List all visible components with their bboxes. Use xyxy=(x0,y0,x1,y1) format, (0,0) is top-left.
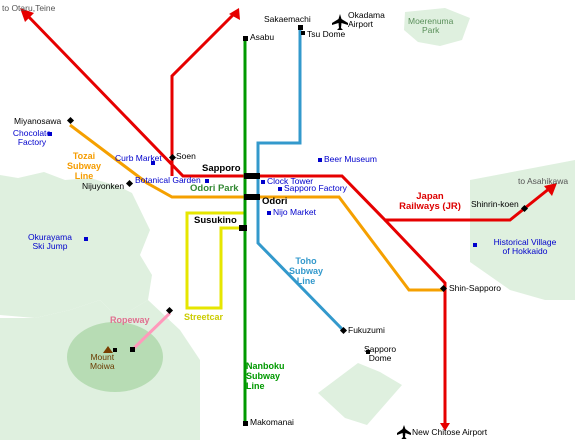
curb-market-marker xyxy=(151,161,155,165)
station-asabu: Asabu xyxy=(250,32,275,42)
line-label-tozai: Tozai Subway Line xyxy=(66,151,101,181)
to-otaru-label: to Otaru,Teine xyxy=(2,3,56,13)
place-nijo-market: Nijo Market xyxy=(273,207,316,217)
station-miyanosawa: Miyanosawa xyxy=(14,116,62,126)
tsu-dome-dot xyxy=(301,31,305,35)
sapporo-factory-marker xyxy=(278,187,282,191)
place-beer-museum: Beer Museum xyxy=(324,154,377,164)
new-chitose-airport-icon xyxy=(397,425,411,439)
station-odori: Odori xyxy=(262,196,288,207)
station-soen: Soen xyxy=(176,151,196,161)
mount-moiwa-area xyxy=(67,322,163,392)
place-chocolate-factory: Chocolate Factory xyxy=(12,128,52,148)
place-mount-moiwa: Mount Moiwa xyxy=(90,352,115,372)
place-okadama-airport: Okadama Airport xyxy=(348,10,385,30)
soen-station-dot xyxy=(168,153,177,162)
sapporo-station-bar xyxy=(244,173,260,179)
station-shinrin-koen: Shinrin-koen xyxy=(471,199,519,209)
station-shin-sapporo: Shin-Sapporo xyxy=(449,283,501,293)
toho-line-path xyxy=(256,28,345,332)
place-okurayama: Okurayama Ski Jump xyxy=(28,232,72,252)
sakaemachi-station-dot xyxy=(298,25,303,30)
new-chitose-arrowhead xyxy=(440,423,450,431)
asabu-station-dot xyxy=(243,36,248,41)
station-susukino: Susukino xyxy=(194,215,237,226)
place-clock-tower: Clock Tower xyxy=(267,176,314,186)
place-new-chitose-airport: New Chitose Airport xyxy=(412,427,488,437)
place-sapporo-factory: Sapporo Factory xyxy=(284,183,347,193)
historical-village-area xyxy=(470,160,575,300)
chocolate-factory-marker xyxy=(48,132,52,136)
station-tsu-dome: Tsu Dome xyxy=(307,29,346,39)
moerenuma-park-area xyxy=(404,8,470,46)
line-label-toho: Toho Subway Line xyxy=(288,256,323,286)
station-sakaemachi: Sakaemachi xyxy=(264,14,311,24)
mount-moiwa-upper-dot xyxy=(130,347,135,352)
clock-tower-marker xyxy=(261,180,265,184)
to-asahikawa-label: to Asahikawa xyxy=(518,176,569,186)
beer-museum-marker xyxy=(318,158,322,162)
streetcar-path xyxy=(185,211,244,310)
jr-line-south xyxy=(383,218,447,425)
west-hills-area xyxy=(0,172,152,318)
shin-sapporo-station-dot xyxy=(439,284,448,293)
jr-line-west xyxy=(24,12,247,178)
asahikawa-arrowhead xyxy=(544,183,557,196)
otaru-arrowhead xyxy=(20,8,34,22)
place-odori-park: Odori Park xyxy=(190,183,239,194)
station-fukuzumi: Fukuzumi xyxy=(348,325,385,335)
line-label-streetcar: Streetcar xyxy=(184,312,224,322)
dome-park-area xyxy=(318,363,402,425)
makomanai-station-dot xyxy=(243,421,248,426)
mount-moiwa-lower-dot xyxy=(113,348,117,352)
sapporo-dome-dot xyxy=(366,350,370,354)
shinrin-koen-station-dot xyxy=(520,204,529,213)
fukuzumi-station-dot xyxy=(339,326,348,335)
mount-moiwa-peak-icon xyxy=(103,346,113,353)
miyanosawa-station-dot xyxy=(66,116,75,125)
line-label-nanboku: Nanboku Subway Line xyxy=(246,361,285,391)
ropeway-top-dot xyxy=(165,306,174,315)
nijuyonken-station-dot xyxy=(125,179,134,188)
place-curb-market: Curb Market xyxy=(115,153,162,163)
station-nijuyonken: Nijuyonken xyxy=(82,181,125,191)
line-label-jr: Japan Railways (JR) xyxy=(399,191,461,213)
ropeway-path xyxy=(130,311,172,352)
botanical-garden-marker xyxy=(205,179,209,183)
place-sapporo-dome: Sapporo Dome xyxy=(364,344,397,364)
susukino-station-bar xyxy=(239,225,247,231)
place-botanical-garden: Botanical Garden xyxy=(135,175,201,185)
historical-village-marker xyxy=(473,243,477,247)
station-sapporo: Sapporo xyxy=(202,163,241,174)
place-historical-village: Historical Village of Hokkaido xyxy=(493,237,557,257)
okadama-airport-icon xyxy=(332,14,348,30)
line-label-ropeway: Ropeway xyxy=(110,315,150,325)
jr-line-north xyxy=(170,10,238,176)
nijo-market-marker xyxy=(267,211,271,215)
odori-station-bar xyxy=(244,194,260,200)
north-arrowhead xyxy=(229,8,240,20)
place-moerenuma-park: Moerenuma Park xyxy=(408,16,454,36)
station-makomanai: Makomanai xyxy=(250,417,294,427)
okurayama-marker xyxy=(84,237,88,241)
